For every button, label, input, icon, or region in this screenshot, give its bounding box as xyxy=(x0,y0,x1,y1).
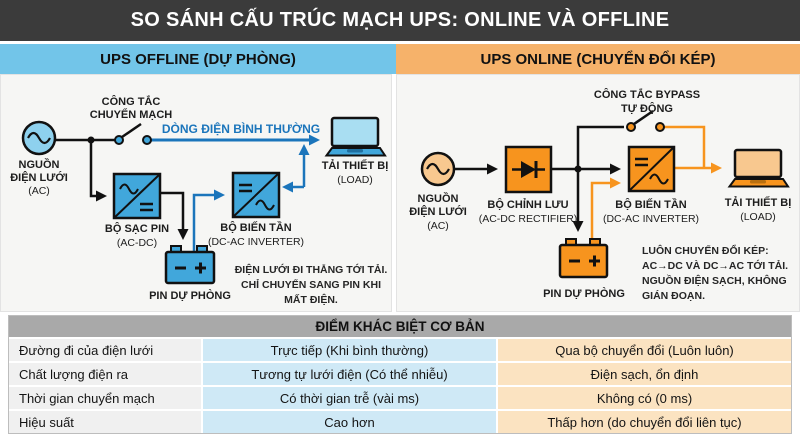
online-note-1: LUÔN CHUYỂN ĐỔI KÉP: xyxy=(642,244,769,257)
online-note-4: GIÁN ĐOẠN. xyxy=(642,289,705,302)
rectifier-label-1: BỘ CHỈNH LƯU xyxy=(487,198,568,211)
online-diagram: NGUỒN ĐIỆN LƯỚI (AC) CÔNG TẮC BYPASS TỰ … xyxy=(409,88,792,302)
charger-label-2: (AC-DC) xyxy=(117,237,157,249)
laptop-icon xyxy=(324,116,387,157)
load-label-2: (LOAD) xyxy=(740,211,776,223)
table-row-label: Đường đi của điện lưới xyxy=(9,339,201,361)
online-diagram-panel: NGUỒN ĐIỆN LƯỚI (AC) CÔNG TẮC BYPASS TỰ … xyxy=(396,74,800,312)
battery-icon xyxy=(558,238,609,279)
table-cell-online: Không có (0 ms) xyxy=(498,387,791,409)
battery-to-inverter-arrow xyxy=(590,177,621,245)
source-label-1: NGUỒN xyxy=(418,192,459,205)
offline-note-1: ĐIỆN LƯỚI ĐI THẲNG TỚI TẢI. xyxy=(235,263,388,276)
table-cell-offline: Cao hơn xyxy=(203,411,496,433)
offline-panel-title: UPS OFFLINE (DỰ PHÒNG) xyxy=(100,50,296,68)
table-row-label: Hiệu suất xyxy=(9,411,201,433)
battery-plus xyxy=(589,255,600,267)
table-cell-offline: Tương tự lưới điện (Có thể nhiễu) xyxy=(203,363,496,385)
inverter-label-2: (DC-AC INVERTER) xyxy=(603,213,699,225)
inverter-label-2: (DC-AC INVERTER) xyxy=(208,236,304,248)
table-cell-online: Qua bộ chuyển đổi (Luôn luôn) xyxy=(498,339,791,361)
online-panel-header: UPS ONLINE (CHUYỂN ĐỔI KÉP) xyxy=(396,44,800,74)
table-cell-online: Thấp hơn (do chuyển đổi liên tục) xyxy=(498,411,791,433)
bypass-label-1: CÔNG TẮC BYPASS xyxy=(594,88,700,101)
load-label-1: TẢI THIẾT BỊ xyxy=(322,159,389,172)
table-title: ĐIỂM KHÁC BIỆT CƠ BẢN xyxy=(9,316,791,337)
comparison-table: ĐIỂM KHÁC BIỆT CƠ BẢN Đường đi của điện … xyxy=(8,315,792,434)
bypass-label-2: TỰ ĐỘNG xyxy=(621,102,673,115)
inverter-box-icon xyxy=(627,145,676,193)
source-label-3: (AC) xyxy=(28,185,50,197)
source-label-1: NGUỒN xyxy=(19,158,60,171)
battery-plus xyxy=(195,262,206,274)
ac-source-icon xyxy=(420,151,456,187)
online-note-2: AC→DC VÀ DC→AC TỚI TẢI. xyxy=(642,259,788,272)
page-title: SO SÁNH CẤU TRÚC MẠCH UPS: ONLINE VÀ OFF… xyxy=(130,9,670,31)
bypass-switch-icon xyxy=(626,109,665,132)
switch-label-1: CÔNG TẮC xyxy=(102,95,161,108)
online-panel-title: UPS ONLINE (CHUYỂN ĐỔI KÉP) xyxy=(480,50,716,68)
rectifier-label-2: (AC-DC RECTIFIER) xyxy=(479,213,578,225)
offline-diagram: NGUỒN ĐIỆN LƯỚI (AC) CÔNG TẮC CHUYỂN MẠC… xyxy=(10,95,389,306)
bypass-wire xyxy=(576,125,624,169)
battery-label: PIN DỰ PHÒNG xyxy=(543,287,625,300)
table-row-label: Chất lượng điện ra xyxy=(9,363,201,385)
offline-note-2: CHỈ CHUYỂN SANG PIN KHI xyxy=(241,278,381,291)
online-note-3: NGUỒN ĐIỆN SẠCH, KHÔNG xyxy=(642,274,787,287)
offline-note-3: MẤT ĐIỆN. xyxy=(284,293,338,306)
title-bar: SO SÁNH CẤU TRÚC MẠCH UPS: ONLINE VÀ OFF… xyxy=(0,0,800,41)
battery-icon xyxy=(164,245,216,285)
inverter-label-1: BỘ BIẾN TẦN xyxy=(615,198,687,211)
battery-label: PIN DỰ PHÒNG xyxy=(149,289,231,302)
source-label-2: ĐIỆN LƯỚI xyxy=(409,205,467,218)
load-label-1: TẢI THIẾT BỊ xyxy=(725,196,792,209)
ac-source-icon xyxy=(21,120,57,156)
table-cell-online: Điện sạch, ổn định xyxy=(498,363,791,385)
normal-flow-label: DÒNG ĐIỆN BÌNH THƯỜNG xyxy=(162,121,320,136)
charger-to-battery-arrow xyxy=(160,191,189,240)
switch-label-2: CHUYỂN MẠCH xyxy=(90,108,173,121)
table-cell-offline: Có thời gian trễ (vài ms) xyxy=(203,387,496,409)
transfer-switch-icon xyxy=(114,122,152,145)
inverter-box-icon xyxy=(231,171,281,219)
laptop-icon xyxy=(727,148,790,188)
charger-label-1: BỘ SẠC PIN xyxy=(105,222,169,235)
source-label-3: (AC) xyxy=(427,220,449,232)
table-cell-offline: Trực tiếp (Khi bình thường) xyxy=(203,339,496,361)
source-label-2: ĐIỆN LƯỚI xyxy=(10,171,68,184)
offline-panel-header: UPS OFFLINE (DỰ PHÒNG) xyxy=(0,44,396,74)
battery-to-inverter-arrow xyxy=(192,189,225,251)
load-label-2: (LOAD) xyxy=(337,174,373,186)
charger-box-icon xyxy=(112,172,162,220)
inverter-label-1: BỘ BIẾN TẦN xyxy=(220,221,292,234)
offline-diagram-panel: NGUỒN ĐIỆN LƯỚI (AC) CÔNG TẮC CHUYỂN MẠC… xyxy=(0,74,392,312)
table-grid: Đường đi của điện lưới Trực tiếp (Khi bì… xyxy=(9,337,791,433)
table-row-label: Thời gian chuyển mạch xyxy=(9,387,201,409)
bypass-return-wire xyxy=(664,125,706,167)
branch-to-charger-arrow xyxy=(89,140,107,202)
rectifier-box-icon xyxy=(504,145,553,194)
